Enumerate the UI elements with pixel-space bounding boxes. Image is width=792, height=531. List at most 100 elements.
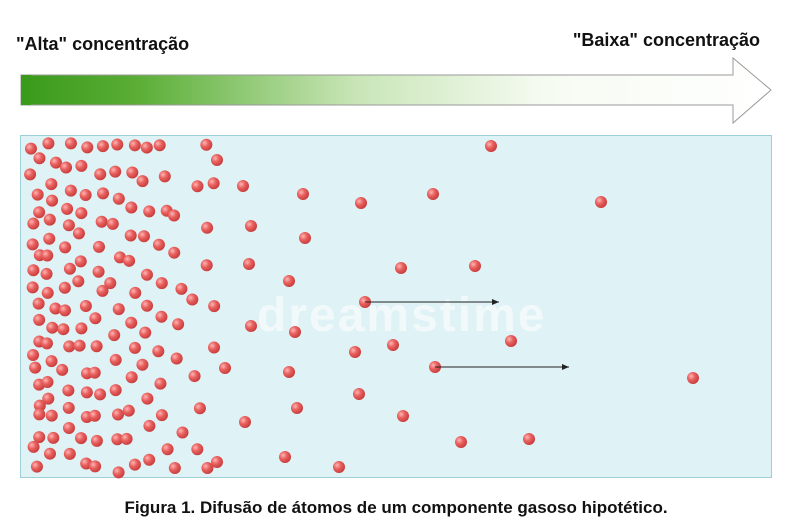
gas-particle	[88, 366, 101, 379]
gas-particle	[42, 392, 55, 405]
gas-particle	[283, 366, 295, 378]
gas-particle	[79, 189, 92, 202]
gas-particle	[24, 142, 37, 155]
gas-particle	[485, 140, 497, 152]
gas-particle	[24, 168, 37, 181]
gas-particle	[126, 166, 139, 179]
gas-particle	[208, 300, 221, 313]
gas-particle	[353, 388, 365, 400]
gas-particle	[170, 352, 183, 365]
gas-particle	[46, 194, 59, 207]
gas-particle	[175, 282, 188, 295]
gas-particle	[56, 363, 69, 376]
gas-particle	[96, 140, 109, 153]
gas-particle	[41, 249, 54, 262]
gas-particle	[74, 255, 87, 268]
gas-particle	[42, 137, 55, 150]
gas-particle	[283, 275, 295, 287]
gas-particle	[219, 362, 231, 374]
gas-particle	[279, 451, 291, 463]
gas-particle	[193, 402, 206, 415]
gas-particle	[64, 184, 77, 197]
gas-particle	[122, 404, 135, 417]
gas-particle	[109, 165, 122, 178]
high-concentration-label: "Alta" concentração	[16, 34, 190, 54]
gas-particle	[45, 355, 58, 368]
gas-particle	[455, 436, 467, 448]
particle-field	[24, 137, 699, 479]
gas-particle	[129, 286, 142, 299]
diffusion-chamber: dreamstime	[20, 135, 772, 479]
gas-particle	[245, 320, 257, 332]
gas-particle	[43, 213, 56, 226]
gas-particle	[94, 388, 107, 401]
gas-particle	[243, 258, 255, 270]
gas-particle	[523, 433, 535, 445]
gas-particle	[72, 275, 85, 288]
gas-particle	[49, 156, 62, 169]
gas-particle	[62, 401, 75, 414]
gas-particle	[299, 232, 311, 244]
gas-particle	[155, 277, 168, 290]
gas-particle	[33, 152, 46, 165]
gas-particle	[123, 254, 136, 267]
gas-particle	[143, 205, 156, 218]
gas-particle	[207, 177, 220, 190]
gas-particle	[26, 238, 39, 251]
gas-particle	[33, 206, 46, 219]
gas-particle	[168, 461, 181, 474]
gas-particle	[61, 202, 74, 215]
gas-particle	[208, 341, 221, 354]
gas-particle	[108, 329, 121, 342]
gas-particle	[427, 188, 439, 200]
gas-particle	[191, 443, 204, 456]
gas-particle	[89, 312, 102, 325]
gas-particle	[505, 335, 517, 347]
gas-particle	[191, 180, 204, 193]
gas-particle	[62, 384, 75, 397]
gas-particle	[168, 246, 181, 259]
gas-particle	[200, 138, 213, 151]
gas-particle	[140, 268, 153, 281]
gas-particle	[201, 461, 214, 474]
gas-particle	[81, 141, 94, 154]
gas-particle	[27, 349, 40, 362]
gas-particle	[291, 402, 303, 414]
gas-particle	[27, 440, 40, 453]
gas-particle	[79, 299, 92, 312]
gas-particle	[111, 138, 124, 151]
gas-particle	[201, 221, 214, 234]
gas-particle	[152, 345, 165, 358]
gas-particle	[58, 304, 71, 317]
gas-particle	[109, 384, 122, 397]
gas-particle	[155, 409, 168, 422]
gas-particle	[94, 168, 107, 181]
watermark: dreamstime	[257, 289, 547, 342]
gas-particle	[297, 188, 309, 200]
gas-particle	[124, 229, 137, 242]
gas-particle	[139, 326, 152, 339]
gas-particle	[112, 408, 125, 421]
gas-particle	[168, 209, 181, 222]
gas-particle	[33, 399, 46, 412]
gas-particle	[33, 431, 46, 444]
gas-particle	[128, 458, 141, 471]
gas-particle	[64, 137, 77, 150]
gas-particle	[29, 361, 42, 374]
gas-particle	[92, 265, 105, 278]
gas-particle	[143, 453, 156, 466]
gas-particle	[58, 281, 71, 294]
gas-particle	[395, 262, 407, 274]
gas-particle	[141, 392, 154, 405]
gas-particle	[188, 370, 201, 383]
concentration-gradient-arrow	[20, 56, 772, 125]
gas-particle	[89, 460, 102, 473]
gas-particle	[32, 297, 45, 310]
gas-particle	[90, 340, 103, 353]
gas-particle	[26, 281, 39, 294]
gas-particle	[140, 141, 153, 154]
gas-particle	[211, 456, 223, 468]
gas-particle	[40, 267, 53, 280]
gas-particle	[172, 318, 185, 331]
gas-particle	[153, 139, 166, 152]
